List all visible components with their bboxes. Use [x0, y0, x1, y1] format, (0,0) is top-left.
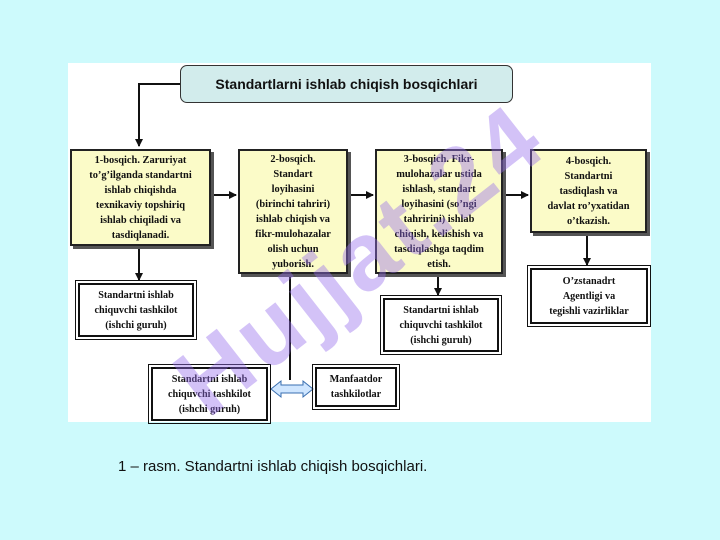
interested-organizations-box: Manfaatdor tashkilotlar — [312, 364, 400, 410]
working-group-box-3: Standartni ishlab chiquvchi tashkilot (i… — [380, 295, 502, 355]
working-group-box-1: Standartni ishlab chiquvchi tashkilot (i… — [75, 280, 197, 340]
figure-caption: 1 – rasm. Standartni ishlab chiqish bosq… — [118, 458, 428, 475]
stage-2-box: 2-bosqich. Standart loyihasini (birinchi… — [238, 149, 348, 274]
stage-1-box: 1-bosqich. Zaruriyat to’g’ilganda standa… — [70, 149, 211, 246]
stage-3-box: 3-bosqich. Fikr- mulohazalar ustida ishl… — [375, 149, 503, 274]
working-group-box-2: Standartni ishlab chiquvchi tashkilot (i… — [148, 364, 271, 424]
stage-4-box: 4-bosqich. Standartni tasdiqlash va davl… — [530, 149, 647, 233]
diagram-title: Standartlarni ishlab chiqish bosqichlari — [180, 65, 513, 103]
agency-box: O’zstanadrt Agentligi va tegishli vazirl… — [527, 265, 651, 327]
